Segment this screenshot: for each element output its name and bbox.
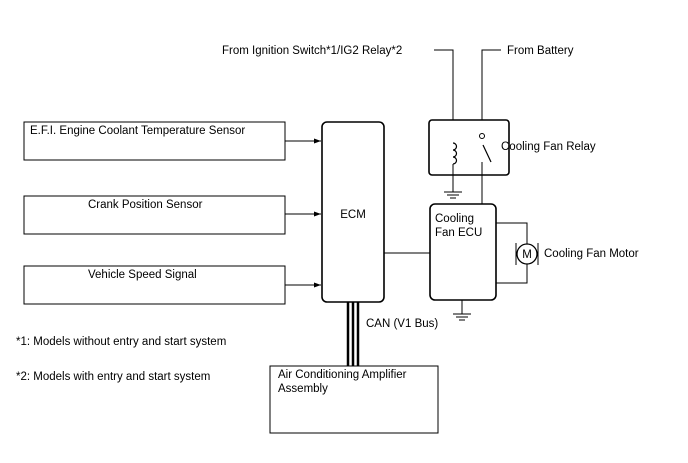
crank-position-sensor-label: Crank Position Sensor	[88, 199, 203, 211]
battery-wire	[481, 49, 501, 133]
vehicle-speed-signal-label: Vehicle Speed Signal	[88, 269, 197, 281]
vehicle-speed-signal-box	[23, 265, 286, 305]
cooling-fan-ecu-label-line2: Fan ECU	[435, 227, 482, 239]
ac-amplifier-label-line2: Assembly	[278, 383, 328, 395]
cooling-fan-ecu-box	[429, 203, 497, 301]
relay-switch-icon	[479, 133, 492, 175]
cooling-fan-relay-label: Cooling Fan Relay	[501, 141, 596, 153]
can-bus-label: CAN (V1 Bus)	[366, 318, 438, 330]
fan-motor-wire-bottom	[496, 264, 528, 284]
ignition-source-label: From Ignition Switch*1/IG2 Relay*2	[222, 45, 402, 57]
cooling-fan-ecu-label-line1: Cooling	[435, 213, 474, 225]
footnote-1: *1: Models without entry and start syste…	[16, 336, 226, 348]
fan-motor-wire-top	[496, 222, 528, 244]
footnote-2: *2: Models with entry and start system	[16, 371, 210, 383]
coolant-temp-sensor-box	[23, 121, 286, 161]
fan-motor-symbol: M	[522, 249, 532, 261]
cooling-fan-motor-label: Cooling Fan Motor	[544, 248, 639, 260]
fan-ecu-ground-icon	[453, 313, 471, 321]
relay-ground-icon	[444, 191, 462, 199]
ecm-label: ECM	[340, 209, 366, 221]
ac-amplifier-label-line1: Air Conditioning Amplifier	[278, 369, 407, 381]
relay-coil-icon	[452, 142, 458, 165]
crank-position-sensor-box	[23, 195, 286, 235]
ignition-wire	[434, 49, 454, 145]
battery-source-label: From Battery	[507, 45, 574, 57]
coolant-temp-sensor-label: E.F.I. Engine Coolant Temperature Sensor	[30, 125, 245, 137]
can-bus-lines	[346, 302, 360, 366]
cooling-fan-relay-box	[428, 119, 510, 176]
fan-motor-icon	[516, 243, 538, 265]
ac-amplifier-box	[269, 365, 439, 434]
